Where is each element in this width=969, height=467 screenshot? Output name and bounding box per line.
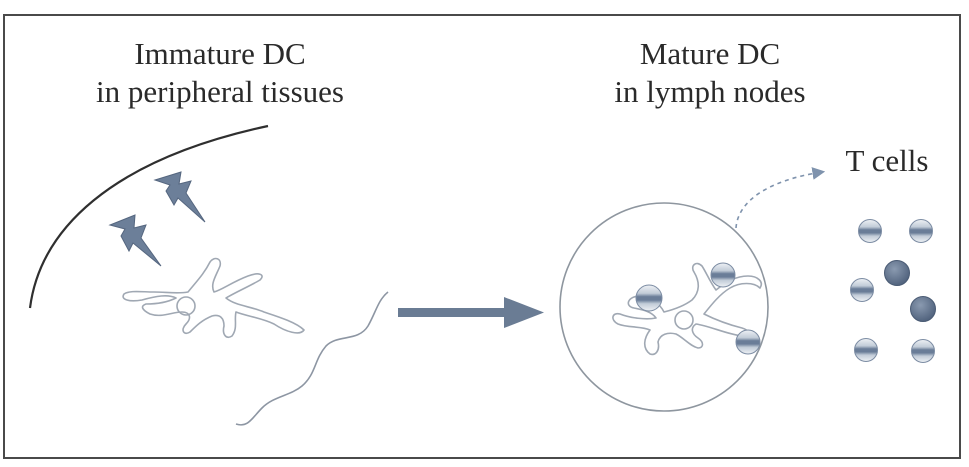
- immature-dendritic-cell: [123, 259, 304, 338]
- t-cell: [855, 339, 878, 362]
- dashed-migration-arrow: [736, 172, 822, 228]
- t-cell: [910, 220, 933, 243]
- activated-t-cell: [885, 261, 910, 286]
- antigen-sphere: [636, 285, 662, 311]
- t-cell: [851, 279, 874, 302]
- t-cell: [859, 220, 882, 243]
- antigen-sphere: [711, 263, 735, 287]
- t-cell-cluster: [851, 220, 936, 363]
- maturation-arrow: [398, 297, 544, 328]
- t-cell: [912, 340, 935, 363]
- activated-t-cell: [911, 297, 936, 322]
- lightning-bolt-icon: [110, 215, 161, 266]
- lymphatic-wavy-line: [236, 292, 388, 425]
- antigen-sphere: [736, 330, 760, 354]
- tissue-boundary-arc: [30, 126, 268, 308]
- lightning-bolt-icon: [155, 172, 205, 222]
- lymph-node-circle: [560, 203, 768, 411]
